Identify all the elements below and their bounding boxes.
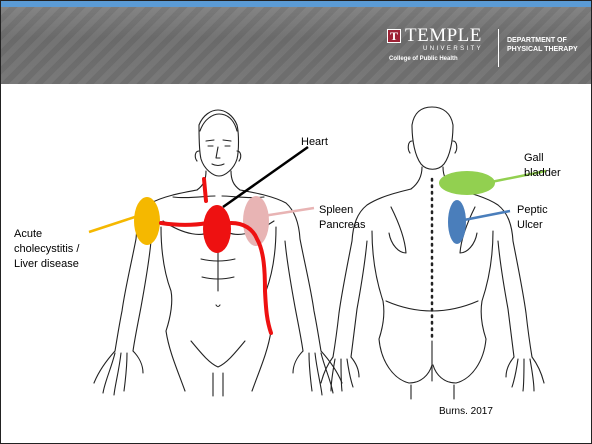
liver-pain-marker: [134, 197, 160, 245]
heart-pain-marker: [203, 205, 231, 253]
front-body-figure: [94, 110, 342, 396]
acute-pointer-line: [89, 215, 141, 232]
gall-bladder-label: Gall bladder: [524, 151, 574, 181]
citation: Burns. 2017: [439, 404, 493, 419]
spleen-pancreas-label: Spleen Pancreas: [319, 203, 383, 233]
acute-cholecystitis-label: Acute cholecystitis / Liver disease: [14, 227, 86, 272]
heart-label: Heart: [301, 135, 328, 150]
spleen-pointer-line: [263, 208, 314, 216]
gall-bladder-pain-marker: [439, 171, 495, 195]
heart-pointer-line: [223, 147, 308, 207]
peptic-ulcer-pain-marker: [448, 200, 466, 244]
peptic-ulcer-label: Peptic Ulcer: [517, 203, 567, 233]
